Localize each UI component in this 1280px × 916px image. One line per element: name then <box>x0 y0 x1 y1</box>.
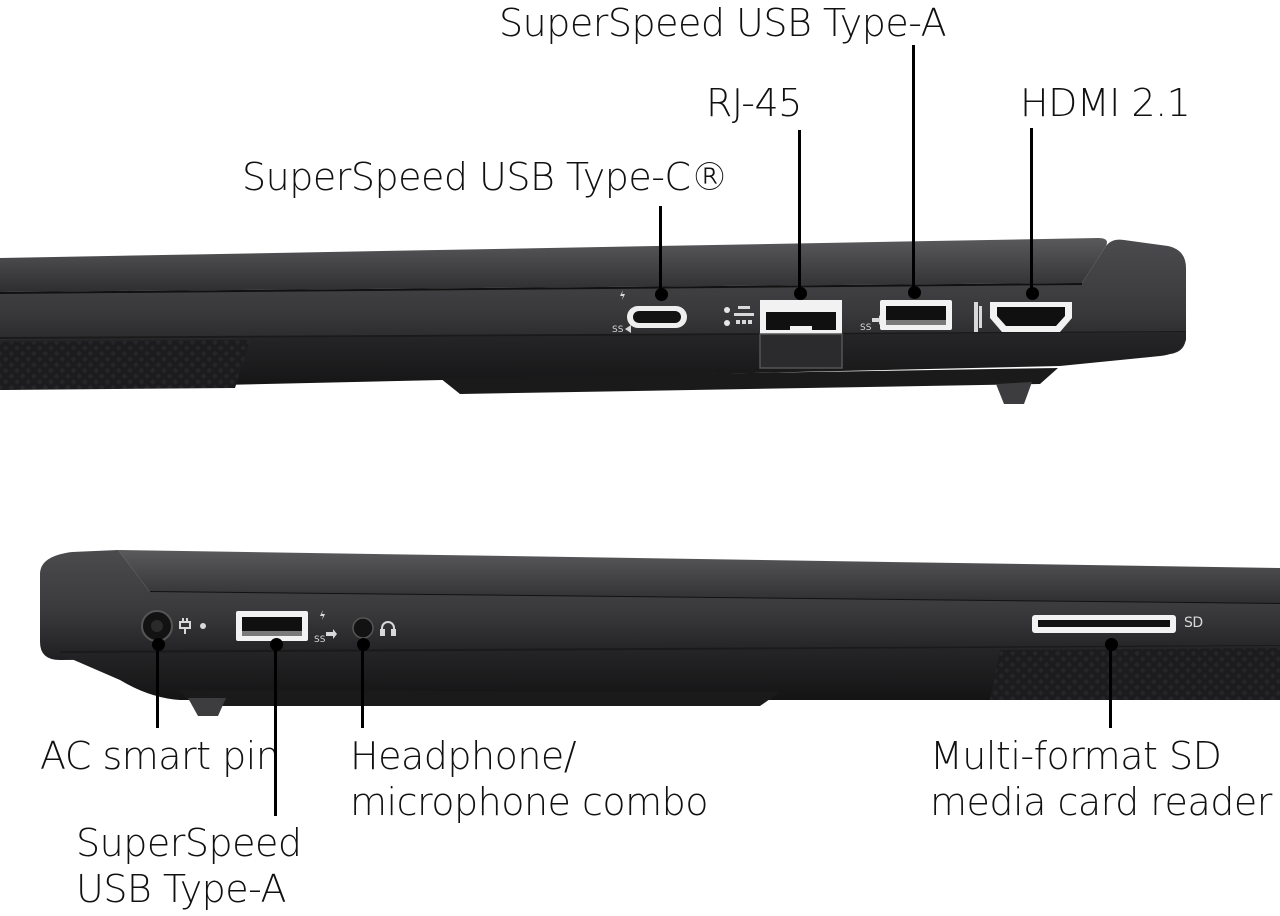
lid <box>118 550 1280 604</box>
vent-mesh <box>0 340 250 390</box>
label-line: SuperSpeed <box>76 821 302 865</box>
label-sd-reader: Multi-format SD media card reader <box>930 733 1272 825</box>
sd-marking: SD <box>1184 615 1203 631</box>
bottom-panel <box>440 368 1058 394</box>
label-headphone-combo: Headphone/ microphone combo <box>350 733 709 825</box>
svg-text:SS: SS <box>314 635 326 645</box>
label-ac-smart-pin: AC smart pin <box>40 734 280 778</box>
rubber-foot <box>188 698 226 716</box>
leader-usb-c <box>659 206 662 294</box>
leader-ac-pin <box>156 644 159 728</box>
leader-dot-hdmi <box>1026 287 1039 300</box>
base <box>60 646 1280 700</box>
leader-headphone <box>361 644 364 728</box>
ss-usb-power-icon: SS <box>314 610 337 645</box>
status-led <box>724 307 730 313</box>
label-line: microphone combo <box>350 780 709 824</box>
svg-text:SS: SS <box>612 325 624 335</box>
leader-dot-rj45 <box>794 287 807 300</box>
headphone-jack <box>352 617 374 639</box>
status-led <box>724 320 730 326</box>
headset-icon <box>380 621 396 636</box>
rubber-foot <box>996 382 1032 404</box>
right-side-view: SS SS <box>0 238 1187 404</box>
label-right-usb-a: SuperSpeed USB Type-A <box>499 1 947 45</box>
leader-dot-usb-a-right <box>908 286 921 299</box>
label-hdmi: HDMI 2.1 <box>1020 81 1191 125</box>
vent-mesh <box>990 648 1280 700</box>
svg-text:SS: SS <box>860 323 872 333</box>
ss-usb-c-power-icon: SS <box>612 290 631 335</box>
hdmi-icon <box>974 302 982 332</box>
charge-led <box>200 623 206 629</box>
leader-usb-a-right <box>912 45 915 292</box>
label-line: Headphone/ <box>350 734 577 778</box>
lid <box>0 238 1107 292</box>
bottom-panel <box>178 690 780 706</box>
label-line: media card reader <box>930 780 1272 824</box>
power-plug-icon <box>179 618 191 634</box>
leader-hdmi <box>1030 128 1033 293</box>
rj45-flip-door <box>759 333 843 369</box>
leader-usb-a-left <box>274 644 277 816</box>
base <box>0 332 1186 390</box>
chassis <box>40 550 1280 660</box>
label-rj45: RJ-45 <box>706 81 802 125</box>
left-side-view: SS <box>40 550 1280 716</box>
leader-rj45 <box>798 130 801 293</box>
ethernet-icon <box>734 306 754 324</box>
leader-sd <box>1109 644 1112 728</box>
label-line: USB Type-A <box>76 867 287 911</box>
label-usb-c: SuperSpeed USB Type-C® <box>242 155 728 199</box>
label-line: Multi-format SD <box>930 734 1222 778</box>
leader-dot-usb-c <box>655 288 668 301</box>
label-left-usb-a: SuperSpeed USB Type-A <box>76 820 302 912</box>
